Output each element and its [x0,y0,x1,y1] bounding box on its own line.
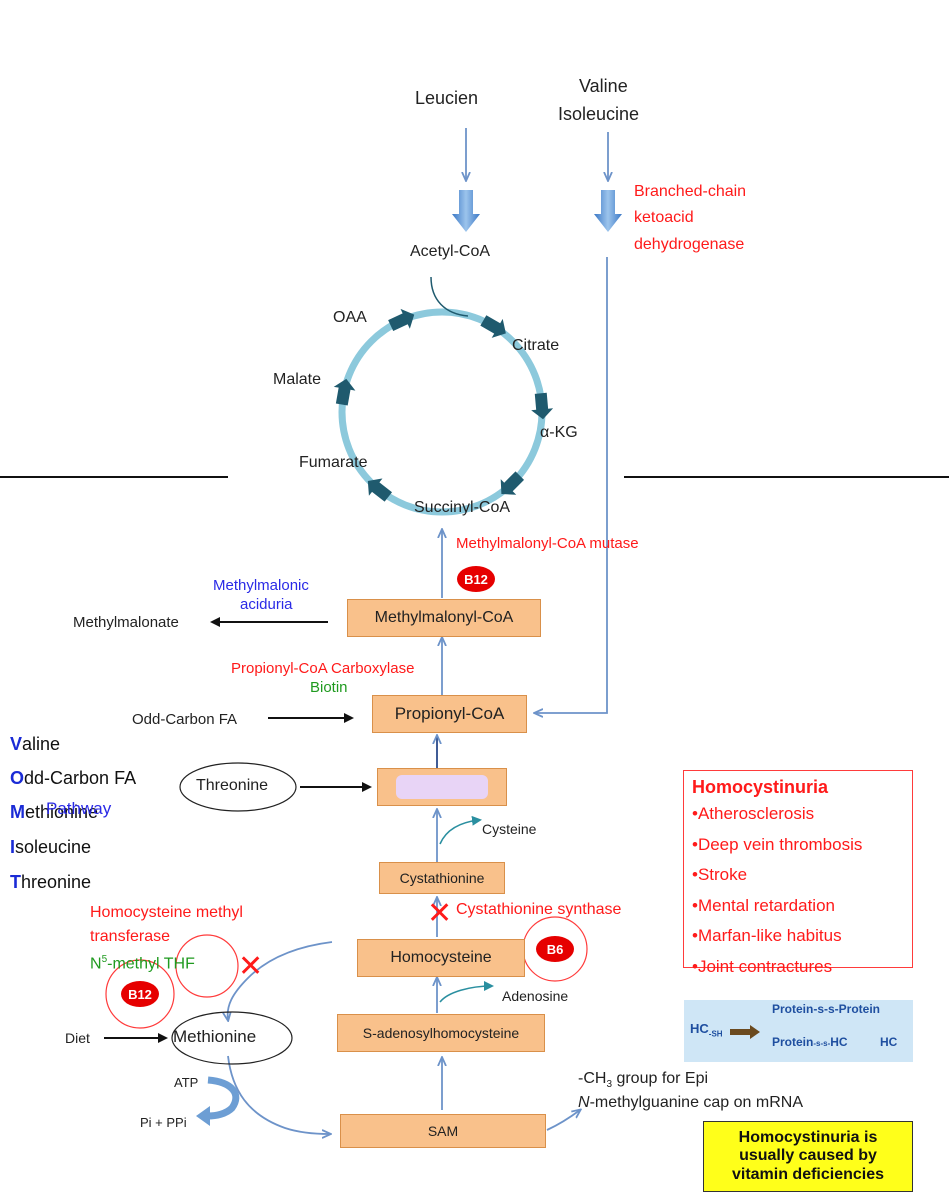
b12-ring [105,959,175,1029]
pi-ppi-label: Pi + PPi [140,1115,187,1130]
valine-label: Valine [579,76,628,96]
diet-label: Diet [65,1030,90,1046]
homocystinuria-title: Homocystinuria [692,777,829,797]
callout-line2: usually caused by [739,1147,877,1165]
down-arrow-icon [594,190,622,232]
bckd-line2: ketoacid [634,209,694,226]
symptom-item: •Atherosclerosis [692,804,815,823]
threonine-label: Threonine [196,777,269,794]
hc-far: HC [880,1035,898,1049]
sah-box: S-adenosylhomocysteine [337,1014,545,1052]
methylmalonate-label: Methylmalonate [73,614,179,631]
down-arrow-icon [452,190,480,232]
citrate-label: Citrate [512,337,560,354]
mnemonic-valine: Valine [10,734,61,754]
biotin-label: Biotin [310,679,348,696]
propionyl-carboxylase-label: Propionyl-CoA Carboxylase [231,660,415,677]
cycle-arrow-icon [531,392,554,420]
protein-ss-hc: Protein-s-s-HC [772,1035,848,1049]
n5-methyl-thf-label: N5-methyl THF [90,954,195,973]
intermediate-box [377,768,507,806]
cbs-label: Cystathionine synthase [456,901,622,918]
acetyl-coa-label: Acetyl-CoA [410,243,491,260]
b12-badge-left: B12 [121,981,159,1007]
vitamin-callout: Homocystinuria is usually caused by vita… [703,1121,913,1192]
bckd-line1: Branched-chain [634,183,747,200]
atp-arrow [207,1076,240,1120]
blank-label-placeholder [396,775,488,799]
threonine-oval [179,762,297,812]
atp-arrowhead [196,1106,210,1126]
cycle-arrow-icon [333,378,356,406]
symptom-item: •Mental retardation [692,895,835,915]
mutase-label: Methylmalonyl-CoA mutase [456,535,639,552]
methionine-oval [171,1011,293,1065]
b12-badge: B12 [457,566,495,592]
hmt-line2: transferase [90,928,171,945]
methylmalonic-line1: Methylmalonic [213,577,309,594]
acetyl-entry-line [430,276,469,317]
sam-box: SAM [340,1114,546,1148]
atp-label: ATP [174,1075,199,1090]
methionine-label: Methionine [173,1027,257,1046]
sam-methyl-arrow [546,1110,580,1131]
callout-line1: Homocystinuria is [738,1128,878,1146]
thf-ring [175,934,239,998]
protein-ss-protein: Protein-s-s-Protein [772,1002,881,1016]
symptom-item: •Marfan-like habitus [692,926,842,945]
hmt-line1: Homocysteine methyl [90,904,243,921]
cycle-arrow-icon [367,478,393,502]
isoleucine-label: Isoleucine [558,104,640,124]
cysteine-branch-arrow [439,815,482,845]
hc-sh-label: HC-SH [690,1021,723,1039]
symptom-item: •Stroke [692,865,748,884]
malate-label: Malate [273,371,322,388]
propionyl-coa-box: Propionyl-CoA [372,695,527,733]
b6-badge: B6 [536,936,574,962]
fumarate-label: Fumarate [299,454,368,471]
adenosine-label: Adenosine [502,988,569,1004]
cystathionine-box: Cystathionine [379,862,505,894]
mnemonic-isoleucine: Isoleucine [10,837,92,857]
oaa-label: OAA [333,309,367,326]
x-icon: ✕ [238,950,264,983]
pathway-overlay: Pathway [46,799,112,818]
symptom-item: •Joint contractures [692,956,833,976]
methylmalonic-line2: aciduria [240,596,293,613]
cysteine-label: Cysteine [482,821,537,837]
mrna-cap-label: N-methylguanine cap on mRNA [578,1094,803,1111]
cycle-arrows [333,308,554,502]
arrow-icon [730,1025,760,1039]
odd-carbon-fa-label: Odd-Carbon FA [132,711,238,728]
bckd-line3: dehydrogenase [634,236,745,253]
x-icon: ✕ [427,897,453,930]
mnemonic-odd-carbon: Odd-Carbon FA [10,768,137,788]
mnemonic-threonine: Threonine [10,872,92,892]
akg-label: α-KG [540,424,578,441]
mnemonic-methionine: Methionine [10,802,99,822]
bckd-to-propionyl-arrow [535,257,608,713]
callout-line3: vitamin deficiencies [731,1165,885,1183]
symptom-item: •Deep vein thrombosis [692,834,863,854]
disulfide-inset: HC-SH Protein-s-s-Protein Protein-s-s-HC… [684,1000,913,1062]
homocystinuria-box: Homocystinuria •Atherosclerosis •Deep ve… [683,770,913,976]
homocysteine-to-methionine-arrow [228,941,333,1020]
ch3-label: -CH3 group for Epi [578,1070,709,1091]
methylmalonyl-coa-box: Methylmalonyl-CoA [347,599,541,637]
succinyl-coa-label: Succinyl-CoA [414,499,511,516]
cycle-arrow-icon [480,315,506,338]
cycle-arrow-icon [500,471,525,495]
homocysteine-box: Homocysteine [357,939,525,977]
methionine-to-sam-arrow [227,1055,330,1134]
leucine-label: Leucien [415,88,479,108]
adenosine-branch-arrow [439,981,494,1003]
cycle-arrow-icon [388,308,415,332]
